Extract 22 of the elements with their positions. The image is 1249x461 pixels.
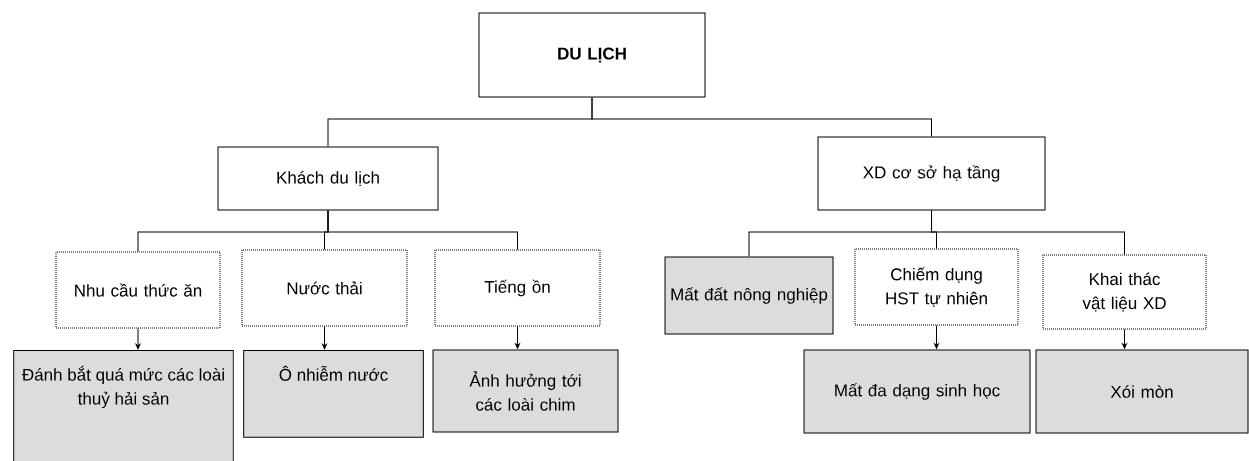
title-box: DU LỊCH — [478, 12, 706, 98]
impact-box: Ảnh hưởng tới các loài chim — [432, 349, 619, 433]
arrow — [135, 328, 141, 350]
cause-box: Khai thác vật liệu XD — [1042, 254, 1207, 330]
connector-line — [591, 97, 932, 137]
arrow — [322, 326, 327, 350]
arrow — [515, 326, 520, 349]
arrow — [1122, 329, 1127, 349]
connector-line — [327, 210, 518, 250]
arrow — [934, 325, 939, 349]
impact-box: Mất đa dạng sinh học — [803, 349, 1031, 434]
cause-box: Nước thải — [241, 249, 408, 327]
category-box: XD cơ sở hạ tầng — [817, 136, 1046, 211]
category-box: Khách du lịch — [217, 146, 439, 211]
impact-box: Mất đất nông nghiệp — [664, 256, 834, 335]
cause-box: Tiếng ồn — [434, 249, 601, 327]
impact-box: Ô nhiễm nước — [243, 350, 424, 438]
connector-line — [931, 210, 1125, 255]
cause-box: Chiếm dụng HST tự nhiên — [854, 248, 1019, 326]
impact-box: Xói mòn — [1035, 349, 1249, 434]
cause-box: Nhu cầu thức ăn — [55, 251, 221, 329]
impact-box: Đánh bắt quá mức các loài thuỷ hải sản — [13, 350, 234, 461]
